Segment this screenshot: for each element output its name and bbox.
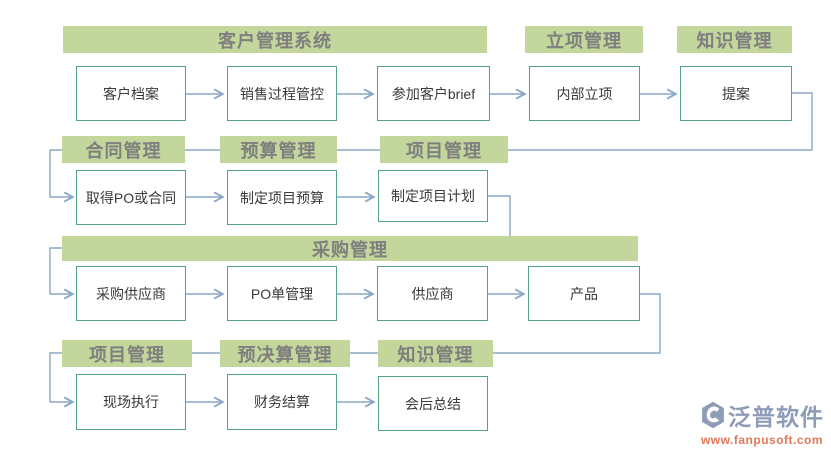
- node-make-project-budget: 制定项目预算: [227, 170, 337, 225]
- fanpu-watermark: 泛普软件 www.fanpusoft.com: [696, 398, 828, 447]
- node-financial-settlement: 财务结算: [227, 374, 337, 430]
- header-initiation-mgmt: 立项管理: [525, 26, 643, 53]
- node-vendor: 供应商: [377, 266, 488, 321]
- connector-procurement-bar-to-supplier-box: [49, 247, 75, 300]
- node-customer-archive: 客户档案: [76, 66, 186, 121]
- node-proposal: 提案: [680, 66, 792, 121]
- header-knowledge-mgmt-top: 知识管理: [677, 26, 792, 53]
- node-internal-initiation: 内部立项: [529, 66, 640, 121]
- header-procurement-mgmt: 采购管理: [62, 236, 638, 261]
- node-procurement-supplier: 采购供应商: [76, 266, 186, 321]
- header-budget-mgmt: 预算管理: [220, 136, 337, 163]
- node-onsite-execution: 现场执行: [76, 374, 186, 430]
- fanpu-brand-text: 泛普软件: [728, 404, 824, 430]
- header-knowledge-mgmt-bottom: 知识管理: [378, 340, 493, 367]
- fanpu-logo-icon: [702, 401, 724, 429]
- header-project-mgmt-row4: 项目管理: [62, 340, 192, 367]
- node-po-order-mgmt: PO单管理: [227, 266, 337, 321]
- node-make-project-plan: 制定项目计划: [378, 170, 488, 222]
- header-contract-mgmt: 合同管理: [62, 136, 185, 163]
- header-project-mgmt-row2: 项目管理: [380, 136, 508, 163]
- connector-project-header-to-execution-box: [49, 352, 75, 408]
- node-product: 产品: [528, 266, 640, 321]
- header-budget-final-mgmt: 预决算管理: [220, 340, 350, 367]
- connector-product-to-row4-headers: [493, 293, 661, 354]
- fanpu-url-text: www.fanpusoft.com: [700, 433, 824, 447]
- header-customer-mgmt-system: 客户管理系统: [63, 26, 487, 53]
- node-attend-customer-brief: 参加客户brief: [377, 66, 490, 121]
- connector-proposal-to-row2-headers: [508, 92, 813, 151]
- node-obtain-po-or-contract: 取得PO或合同: [76, 170, 186, 225]
- node-post-meeting-summary: 会后总结: [378, 376, 488, 431]
- connector-plan-to-procurement-bar: [488, 195, 511, 236]
- node-sales-process-control: 销售过程管控: [227, 66, 337, 121]
- connector-contract-header-to-po-box: [49, 149, 75, 203]
